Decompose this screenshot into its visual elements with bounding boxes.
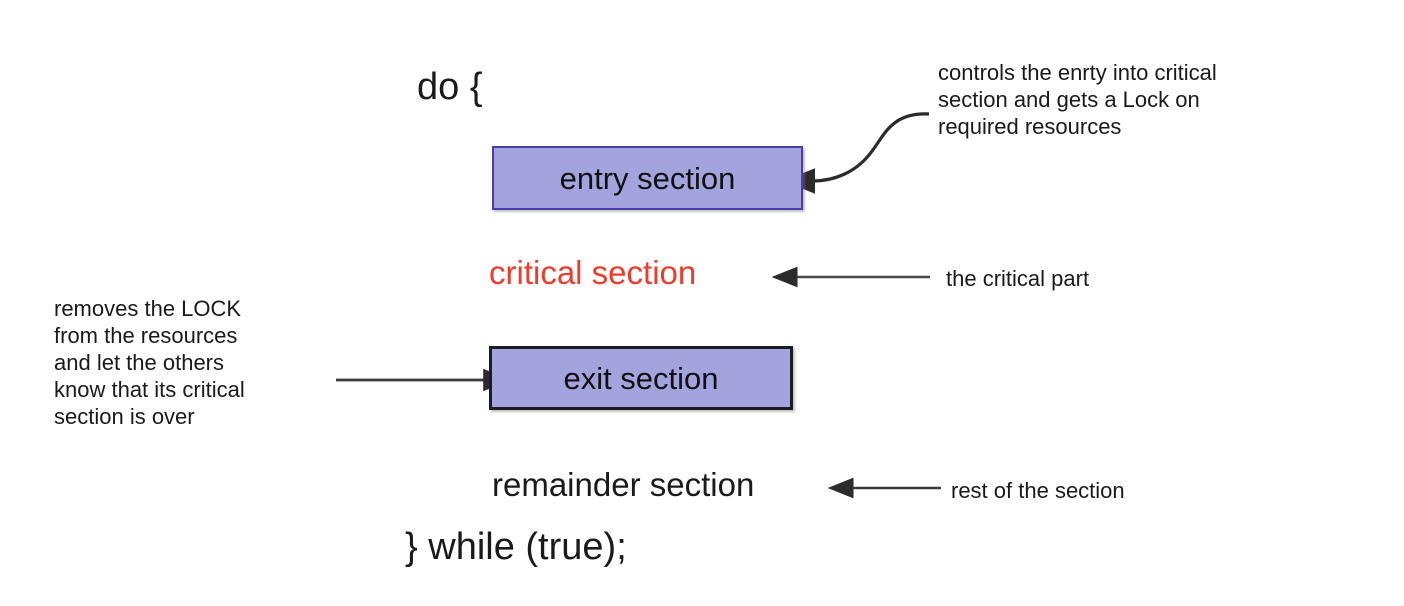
exit-section-box[interactable]: exit section xyxy=(489,346,793,410)
exit-annotation-line-3: and let the others xyxy=(54,350,225,375)
critical-section-annotation: the critical part xyxy=(946,265,1089,292)
exit-annotation-line-2: from the resources xyxy=(54,323,238,348)
remainder-section-annotation: rest of the section xyxy=(951,477,1125,504)
code-do-open: do { xyxy=(417,66,483,108)
exit-annotation-line-4: know that its critical xyxy=(54,377,245,402)
exit-section-label: exit section xyxy=(563,360,719,396)
remainder-annotation-line-1: rest of the section xyxy=(951,478,1125,503)
exit-annotation-line-5: section is over xyxy=(54,404,195,429)
entry-section-annotation: controls the enrty into critical section… xyxy=(938,59,1217,140)
entry-section-box[interactable]: entry section xyxy=(492,146,803,210)
critical-annotation-line-1: the critical part xyxy=(946,266,1090,291)
entry-annotation-line-2: section and gets a Lock on xyxy=(938,87,1200,112)
arrow-entry-annotation xyxy=(783,112,930,194)
exit-annotation-line-1: removes the LOCK xyxy=(54,296,242,321)
code-while-close: } while (true); xyxy=(405,526,627,568)
remainder-section-label: remainder section xyxy=(492,466,755,503)
entry-annotation-line-3: required resources xyxy=(938,114,1122,139)
entry-annotation-line-1: controls the enrty into critical xyxy=(938,60,1217,85)
exit-section-annotation: removes the LOCK from the resources and … xyxy=(54,295,245,430)
critical-section-label: critical section xyxy=(489,254,697,291)
entry-section-label: entry section xyxy=(559,160,736,196)
